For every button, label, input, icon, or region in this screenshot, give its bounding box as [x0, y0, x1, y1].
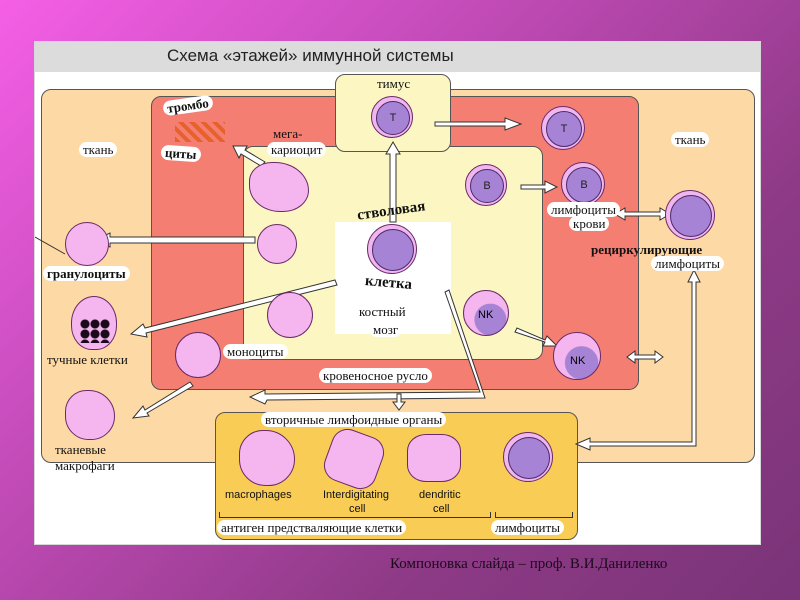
slide-footer-credit: Компоновка слайда – проф. В.И.Даниленко [390, 556, 668, 572]
tissue-right-label: ткань [671, 132, 710, 147]
bone-marrow-label-2: мозг [369, 322, 403, 337]
arrow-down-secondary [392, 393, 406, 411]
lymphocytes-label: лимфоциты [491, 520, 564, 535]
granulocytes-label: гранулоциты [43, 266, 130, 281]
tissue-macrophage [65, 390, 115, 440]
platelets-cluster [175, 122, 225, 142]
bone-marrow-label-1: костный [355, 304, 410, 319]
macrophage-apc [239, 430, 295, 486]
arrow-to-thrombocytes [232, 145, 266, 167]
nk-cell-marrow: NK [463, 290, 509, 336]
apc-bracket [219, 512, 491, 518]
arrow-to-secondary [248, 289, 486, 405]
thrombocytes-label-bottom: циты [160, 144, 202, 163]
lymphocyte-secondary [503, 432, 553, 482]
recirculating-lymphocyte [665, 190, 715, 240]
dendritic-label-2: cell [433, 503, 450, 515]
secondary-lymphoid-label: вторичные лимфоидные органы [261, 412, 447, 427]
slide-frame: Схема «этажей» иммунной системы ткань тк… [34, 41, 761, 545]
arrow-blood-recirc [614, 207, 671, 221]
arrow-stem-to-thymus [385, 141, 401, 223]
recirculating-label-2: лимфоциты [651, 256, 724, 271]
b-cell-blood: B [561, 162, 605, 206]
tissue-macrophages-label-1: тканевые [55, 442, 106, 457]
lymphocyte-bracket [495, 512, 573, 518]
monocyte-marrow [267, 292, 313, 338]
arrow-thymus-to-blood-t [434, 117, 523, 131]
t-cell-blood: T [541, 106, 585, 150]
title-bar: Схема «этажей» иммунной системы [35, 42, 760, 72]
macrophages-label: macrophages [225, 489, 292, 501]
arrow-b-to-blood-b [520, 180, 559, 194]
pointer-line [35, 236, 66, 255]
interdigitating-label-1: Interdigitating [323, 489, 390, 501]
dendritic-label-1: dendritic [419, 489, 461, 501]
megakaryocyte-label-2: кариоцит [267, 142, 327, 157]
b-cell-marrow: B [465, 164, 507, 206]
mast-cell [71, 296, 117, 350]
monocyte-blood [175, 332, 221, 378]
granulocyte-tissue [65, 222, 109, 266]
stem-cell [367, 224, 417, 274]
megakaryocyte-label-1: мега- [273, 126, 303, 141]
bloodstream-label: кровеносное русло [319, 368, 432, 383]
blood-lymphocytes-label-2: крови [569, 216, 610, 231]
granulocyte-marrow [257, 224, 297, 264]
tissue-macrophages-label-2: макрофаги [55, 458, 115, 473]
nk-cell-blood: NK [553, 332, 601, 380]
arrow-to-granulocytes [93, 232, 256, 248]
thymus-label: тимус [377, 76, 411, 91]
megakaryocyte [249, 162, 309, 212]
apc-label: антиген предстваляющие клетки [217, 520, 407, 535]
diagram-title: Схема «этажей» иммунной системы [167, 46, 454, 65]
recirculating-label-1: рециркулирующие [591, 242, 703, 257]
arrow-monocyte-to-macro [131, 381, 194, 419]
blood-lymphocytes-label-1: лимфоциты [547, 202, 620, 217]
monocytes-label: моноциты [223, 344, 288, 359]
dendritic-cell [407, 434, 461, 482]
t-cell-thymus: T [371, 96, 413, 138]
arrow-nk-to-blood [514, 327, 559, 347]
tissue-left-label: ткань [79, 142, 118, 157]
interdigitating-label-2: cell [349, 503, 366, 515]
arrow-nk-bidirectional [626, 350, 664, 364]
mast-cells-label: тучные клетки [47, 352, 128, 367]
